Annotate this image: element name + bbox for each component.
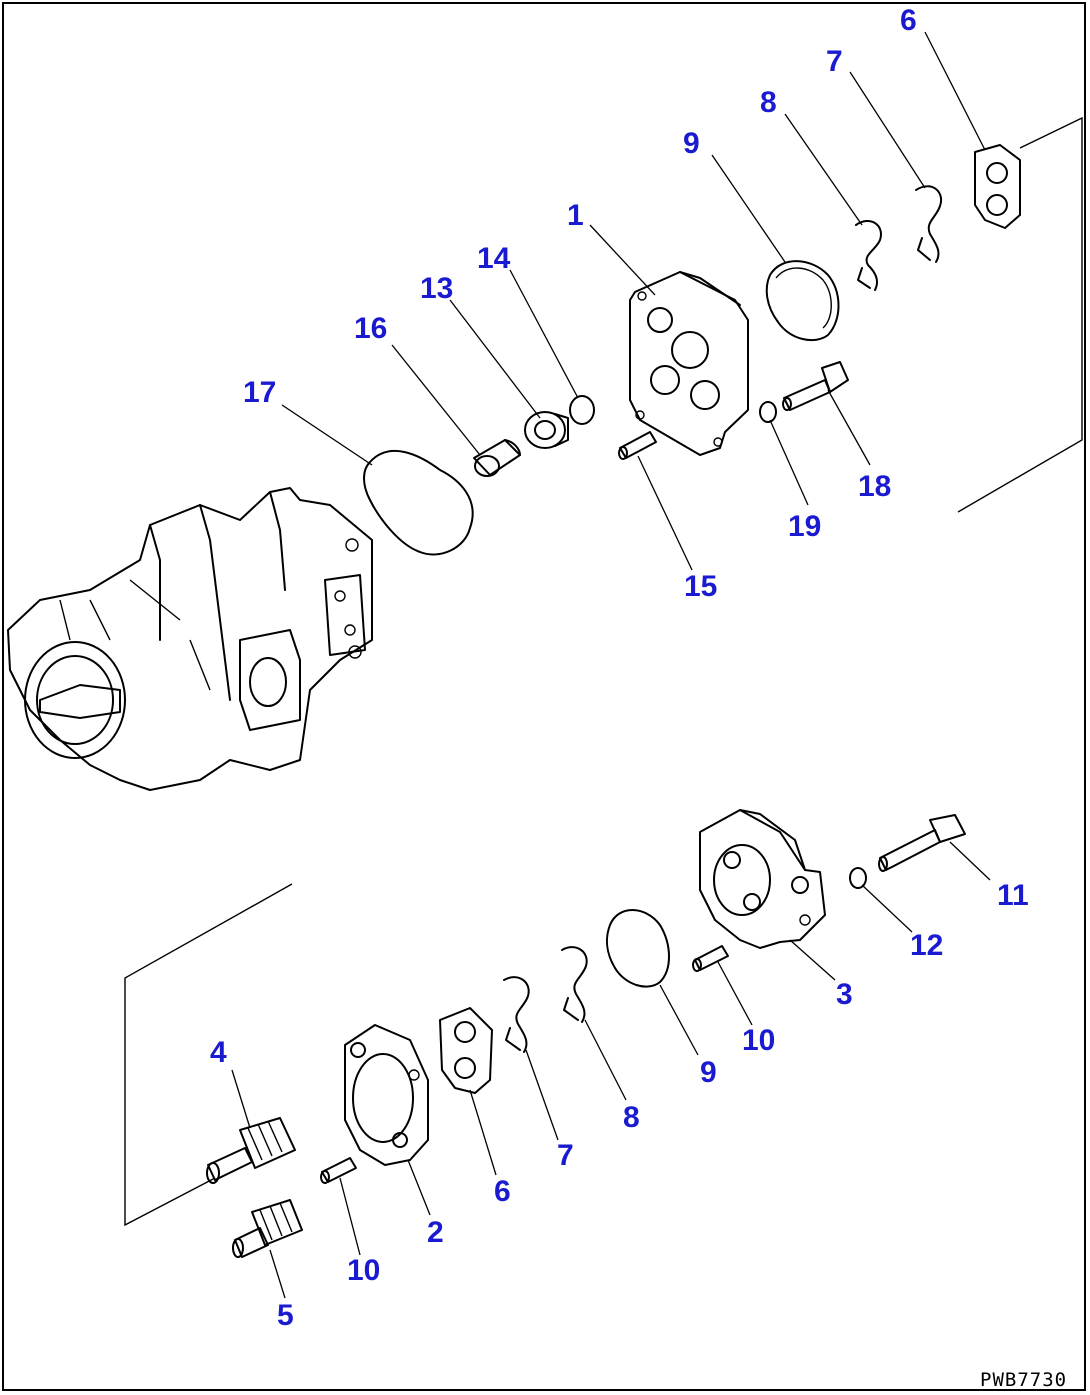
callout-1: 1 <box>567 199 584 232</box>
callout-3: 3 <box>836 978 853 1011</box>
drawing-code: PWB7730 <box>980 1369 1067 1391</box>
callout-7-lower: 7 <box>557 1139 574 1172</box>
callout-11: 11 <box>997 879 1029 912</box>
part-6-plate-upper <box>974 144 1021 229</box>
part-6-plate-lower <box>439 1007 493 1094</box>
part-9-seal-lower <box>606 909 670 988</box>
part-15-pin <box>618 431 657 460</box>
part-10-pin-b <box>320 1157 357 1184</box>
part-3-rear-cover <box>699 809 826 949</box>
part-8-clip-upper <box>855 220 882 291</box>
part-10-pin-a <box>692 945 729 972</box>
part-9-seal-upper <box>765 260 840 342</box>
part-17-oring <box>363 449 474 556</box>
callout-8-lower: 8 <box>623 1101 640 1134</box>
part-4-drive-gear <box>206 1117 296 1184</box>
callout-6-upper: 6 <box>900 4 917 37</box>
part-7-clip-lower <box>503 976 530 1053</box>
callout-16: 16 <box>354 312 387 345</box>
main-pump-body <box>7 487 373 791</box>
callout-15: 15 <box>684 570 717 603</box>
callout-4: 4 <box>210 1036 227 1069</box>
part-12-washer <box>849 867 867 889</box>
upper-guide-lines <box>957 116 1083 513</box>
part-11-bolt <box>878 814 966 872</box>
callout-18: 18 <box>858 470 891 503</box>
callout-9-upper: 9 <box>683 127 700 160</box>
leader-lines <box>231 31 991 1299</box>
callout-6-lower: 6 <box>494 1175 511 1208</box>
callout-9-lower: 9 <box>700 1056 717 1089</box>
callout-14: 14 <box>477 242 511 275</box>
callout-8-upper: 8 <box>760 86 777 119</box>
part-19-washer <box>759 401 777 423</box>
callout-17: 17 <box>243 376 276 409</box>
callout-13: 13 <box>420 272 453 305</box>
callout-19: 19 <box>788 510 821 543</box>
part-13-bearing <box>524 411 569 449</box>
part-7-clip-upper <box>915 185 943 263</box>
callout-7-upper: 7 <box>826 45 843 78</box>
part-1-cover <box>629 271 749 456</box>
callout-12: 12 <box>910 929 943 962</box>
callout-10-upper: 10 <box>742 1024 775 1057</box>
part-16-bushing <box>473 439 521 477</box>
lower-guide-lines <box>124 883 293 1227</box>
part-2-body <box>344 1024 429 1166</box>
part-14-ring <box>569 395 595 425</box>
callout-5: 5 <box>277 1299 294 1332</box>
callout-10-lower: 10 <box>347 1254 380 1287</box>
callout-numbers: 6 7 8 9 1 14 13 16 17 18 19 15 11 12 3 1… <box>210 4 1029 1332</box>
part-8-clip-lower <box>561 946 588 1023</box>
part-18-bolt <box>782 361 849 411</box>
part-5-driven-gear <box>232 1199 303 1258</box>
callout-2: 2 <box>427 1216 444 1249</box>
